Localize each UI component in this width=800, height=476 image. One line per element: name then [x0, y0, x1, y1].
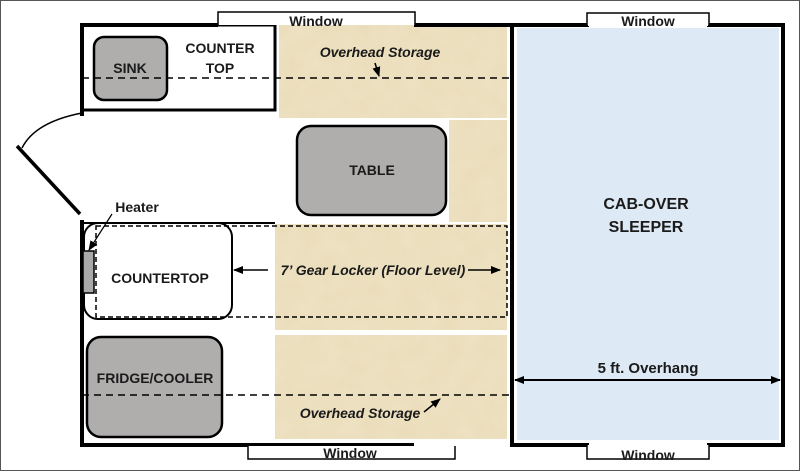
counter-top-label-line2: TOP	[206, 60, 235, 76]
window-label: Window	[323, 445, 377, 461]
window-bottom-left: Window	[247, 445, 456, 461]
overhang-label: 5 ft. Overhang	[598, 360, 699, 377]
heater-label: Heater	[115, 199, 159, 215]
sink-label: SINK	[113, 60, 146, 76]
gear-locker-area	[275, 224, 507, 330]
window-label: Window	[621, 13, 675, 29]
window-label: Window	[289, 13, 343, 29]
window-label: Window	[621, 447, 675, 463]
heater	[82, 250, 95, 294]
gear-locker-label: 7’ Gear Locker (Floor Level)	[281, 262, 466, 278]
overhead-storage-bottom	[275, 335, 507, 439]
overhead-storage-top	[279, 25, 507, 118]
window-bottom-right: Window	[586, 445, 710, 463]
entry-door	[15, 110, 84, 216]
counter-top-outline	[80, 23, 277, 112]
table-label: TABLE	[349, 162, 395, 178]
heater-pointer-icon	[88, 213, 113, 251]
overhead-storage-bottom-label: Overhead Storage	[300, 405, 421, 421]
sleeper-label-line2: SLEEPER	[609, 219, 684, 236]
window-top-left: Window	[217, 11, 416, 29]
sink	[92, 35, 169, 102]
counter-top-label-line1: COUNTER	[185, 40, 254, 56]
countertop-label: COUNTERTOP	[111, 270, 209, 286]
overhead-storage-top-label: Overhead Storage	[320, 44, 441, 60]
fridge-cooler-label: FRIDGE/COOLER	[97, 370, 214, 386]
fridge-cooler	[85, 335, 224, 439]
storage-beside-table	[449, 120, 507, 222]
arrow-icon	[423, 398, 441, 413]
gear-locker-outline	[95, 225, 508, 318]
sleeper-label-line1: CAB-OVER	[603, 196, 689, 213]
window-top-right: Window	[586, 12, 710, 29]
cab-over-sleeper-area	[517, 28, 779, 440]
arrow-icon	[372, 62, 381, 77]
table	[295, 124, 448, 217]
